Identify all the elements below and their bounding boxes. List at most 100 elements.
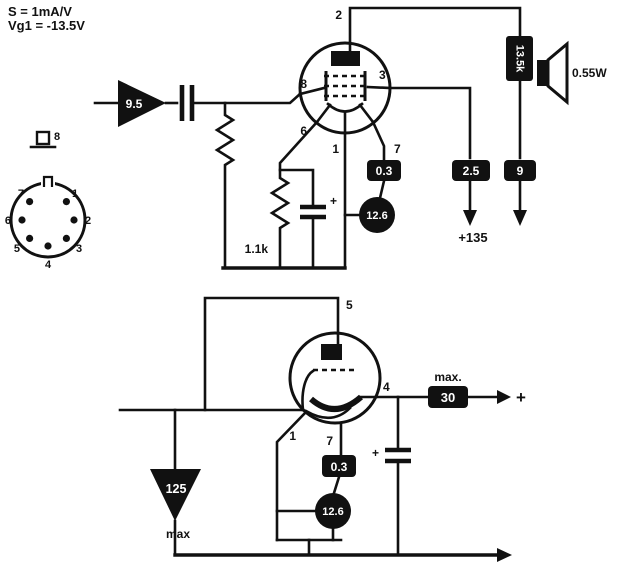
socket-pin-7-label: 7 [18,188,24,200]
peak-max-label: max [166,527,190,541]
transconductance-label: S = 1mA/V [8,4,72,19]
input-level-value: 9.5 [126,97,143,111]
pin-7-label: 7 [394,142,401,156]
screen-grid-lead [366,85,392,90]
output-current-value: 30 [441,390,455,405]
socket-pin-dot [26,198,34,206]
tube-socket-diagram: 8 7 1 6 2 5 3 4 [5,130,91,271]
output-power-label: 0.55W [572,66,607,80]
load-impedance-value: 13.5k [514,45,526,73]
input-triangle [118,80,166,127]
down-arrow-icon [463,210,477,226]
wire [378,179,386,200]
output-branch: max. 30 + + [372,370,526,557]
anode-top-rail [348,6,522,45]
heater-indicator [315,493,351,529]
triode-cathode-current: 0.3 12.6 [275,410,356,557]
capacitor-polarity: + [330,194,337,208]
anode-current-value: 9 [517,164,524,178]
coupling-capacitor [179,85,195,121]
resistor-zigzag [214,101,236,270]
socket-pin-dot [18,216,26,224]
heater-voltage-value: 12.6 [322,506,343,518]
bottom-rail [173,548,512,562]
grid-lead [301,369,315,412]
pin-7-label: 7 [326,434,333,448]
grid-wire [193,92,302,105]
load-impedance-badge [506,36,533,81]
socket-pin-4-label: 4 [45,259,52,271]
electrode-plate [321,344,342,360]
pin-2-label: 2 [335,8,342,22]
capacitor-polarity: + [372,446,379,460]
socket-pin-6-label: 6 [5,215,11,227]
grid-bias-label: Vg1 = -13.5V [8,18,85,33]
cathode-resistor-value: 1.1k [245,242,269,256]
cathode-resistor-zigzag [269,120,319,270]
cathode [326,102,364,113]
anode-plate [331,51,360,66]
socket-pin-1-label: 1 [72,188,78,200]
socket-pin-2-label: 2 [85,215,91,227]
pin-6-label: 6 [300,124,307,138]
cathode-current-value: 0.3 [376,164,393,178]
triode-tube: 5 4 1 7 [118,296,390,448]
cathode-current-value: 0.3 [331,460,348,474]
cathode-legs [315,103,375,124]
anode-current-badge [504,160,536,181]
speaker-horn-icon [546,40,569,106]
speaker-driver [537,60,548,86]
top-feedback-wire [203,296,340,412]
cathode-network: 1.1k + [221,120,347,270]
down-arrow-icon [513,210,527,226]
socket-pin-dot [44,242,52,250]
reservoir-capacitor [385,447,411,464]
output-polarity-label: + [516,388,526,407]
pin1-wire [275,410,308,542]
socket-pin-dot [26,234,34,242]
peak-current-branch: 125 max [150,408,201,557]
pin-3-label: 3 [379,68,386,82]
pin-1-label: 1 [332,142,339,156]
pentode-cathode-current: 0.3 12.6 [343,120,401,270]
output-load: 13.5k 0.55W [506,36,607,106]
socket-pin-3-label: 3 [76,243,82,255]
screen-wire [388,86,472,160]
output-current-badge [428,386,468,408]
socket-pin-dot [62,234,70,242]
operating-conditions: S = 1mA/V Vg1 = -13.5V [8,4,85,33]
peak-current-value: 125 [166,482,187,496]
control-grid-lead [298,86,326,96]
pin-1-label: 1 [289,429,296,443]
cathode [304,406,352,420]
screen-current-badge [452,160,490,181]
socket-key-notch [42,175,54,187]
anode-arc [309,394,363,412]
anode-supply-branch: 9 +135 [458,80,536,245]
capacitor-branch-wire [278,168,315,207]
peak-current-triangle [150,469,201,521]
grid-support-rods [324,71,367,101]
tube-envelope [288,331,382,425]
heater-voltage-value: 12.6 [366,210,387,222]
socket-key-gap [41,178,55,187]
wire [371,120,386,162]
socket-pin-dot [70,216,78,224]
right-arrow-icon [497,548,512,562]
pin-5-label: 5 [346,298,353,312]
input-signal-source: 9.5 [93,80,302,127]
cathode-current-badge [367,160,401,181]
grid-resistor [214,101,236,270]
right-arrow-icon [497,390,511,404]
pin-8-label: 8 [300,77,307,91]
screen-current-value: 2.5 [463,164,480,178]
top-cap-symbol [35,130,51,146]
pin-4-label: 4 [383,380,390,394]
screen-supply-branch: 2.5 [388,86,490,226]
top-cap-pin-label: 8 [54,131,60,143]
pentode-tube: 2 3 8 6 1 7 [298,6,522,156]
cathode-capacitor [300,204,326,220]
grid-wires [324,74,368,98]
